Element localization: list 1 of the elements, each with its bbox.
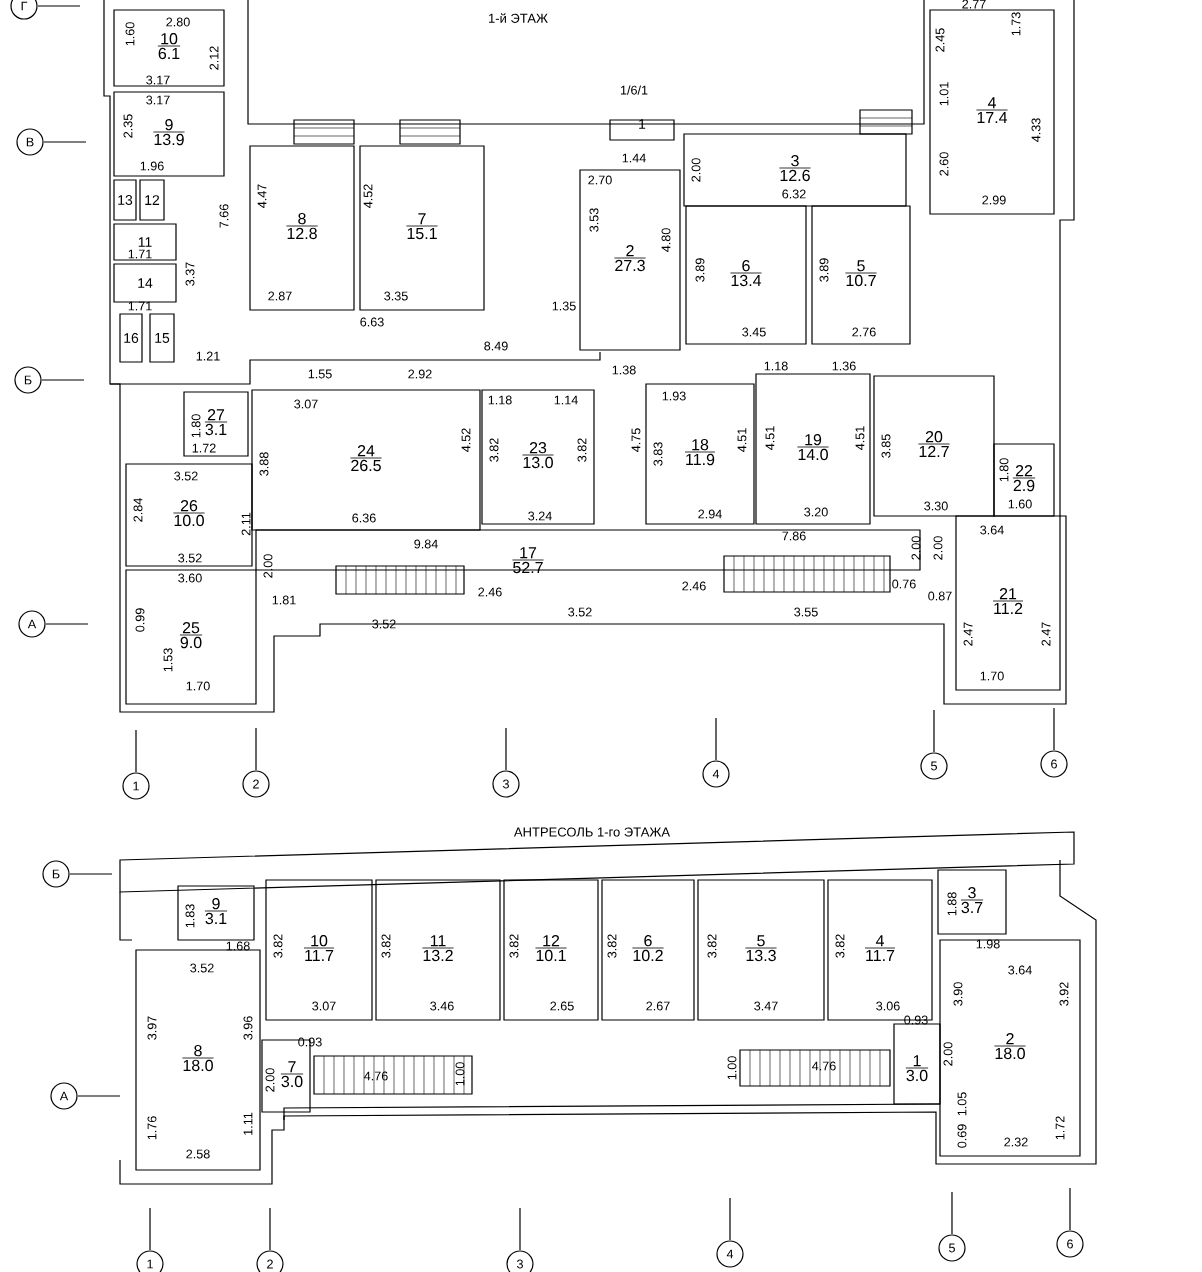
room: 1 3.0 — [893, 1023, 941, 1105]
